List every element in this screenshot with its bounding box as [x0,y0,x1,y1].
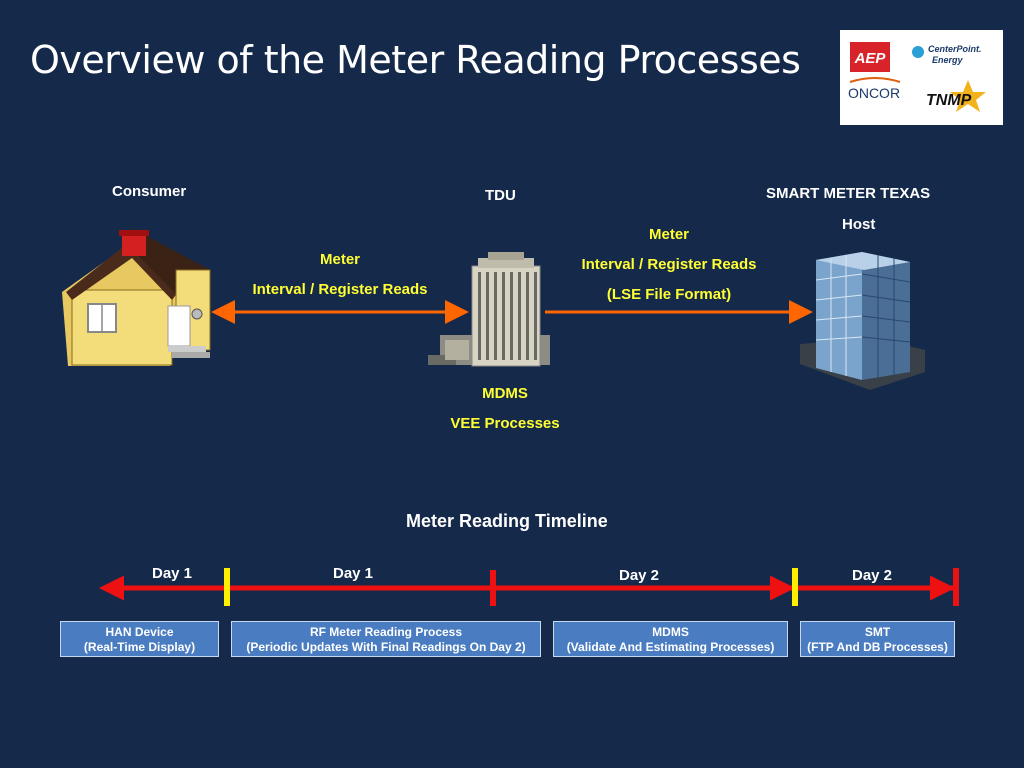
tnmp-logo: TNMP [926,80,986,112]
aep-text: AEP [854,50,887,67]
timeline-day-label-1: Day 1 [152,565,193,582]
mdms-label: MDMS [482,385,528,402]
timeline-day-label-4: Day 2 [852,567,893,584]
han-device-title: HAN Device [105,625,174,639]
han-device-subtitle: (Real-Time Display) [83,640,196,654]
oncor-logo: ONCOR [848,77,901,101]
rf-meter-reading-subtitle: (Periodic Updates With Final Readings On… [246,640,526,654]
smt-host-label: Host [842,216,876,233]
page-title: Overview of the Meter Reading Processes [30,38,801,82]
tdu-label: TDU [485,187,516,204]
logos-graphic: AEP CenterPoint. Energy ONCOR TNMP [848,42,986,112]
rf-meter-reading-box: RF Meter Reading Process (Periodic Updat… [231,621,541,657]
timeline-title: Meter Reading Timeline [406,511,608,531]
timeline-marker-red-1 [490,570,496,606]
aep-logo: AEP [850,42,890,72]
oncor-text: ONCOR [848,85,900,101]
mdms-box: MDMS (Validate And Estimating Processes) [553,621,788,657]
consumer-label: Consumer [112,183,187,200]
timeline-day-label-2: Day 1 [333,565,374,582]
tnmp-text: TNMP [926,92,972,109]
link1-label-1: Meter [319,251,360,268]
smt-host-building-icon [800,252,925,390]
mdms-box-subtitle: (Validate And Estimating Processes) [566,640,775,654]
rf-meter-reading-title: RF Meter Reading Process [309,625,463,639]
centerpoint-text-1: CenterPoint. [928,44,982,54]
link1-label-2: Interval / Register Reads [252,281,428,298]
centerpoint-logo: CenterPoint. Energy [912,44,982,65]
vee-processes-label: VEE Processes [450,415,560,432]
smt-box-title: SMT [864,625,891,639]
han-device-box: HAN Device (Real-Time Display) [60,621,219,657]
mdms-box-title: MDMS [652,625,689,639]
link2-label-1: Meter [648,226,689,243]
timeline-marker-yellow-2 [792,568,798,606]
smt-label: SMART METER TEXAS [766,185,931,202]
timeline-day-label-3: Day 2 [619,567,660,584]
utility-logos: AEP CenterPoint. Energy ONCOR TNMP [840,30,1003,125]
timeline-marker-yellow-1 [224,568,230,606]
timeline-marker-red-2 [953,568,959,606]
link2-label-2: Interval / Register Reads [581,256,757,273]
centerpoint-text-2: Energy [932,55,964,65]
tdu-building-icon [428,252,550,367]
smt-box: SMT (FTP And DB Processes) [800,621,955,657]
consumer-house-icon [62,228,211,366]
smt-box-subtitle: (FTP And DB Processes) [807,640,948,654]
link2-label-3: (LSE File Format) [606,286,732,303]
